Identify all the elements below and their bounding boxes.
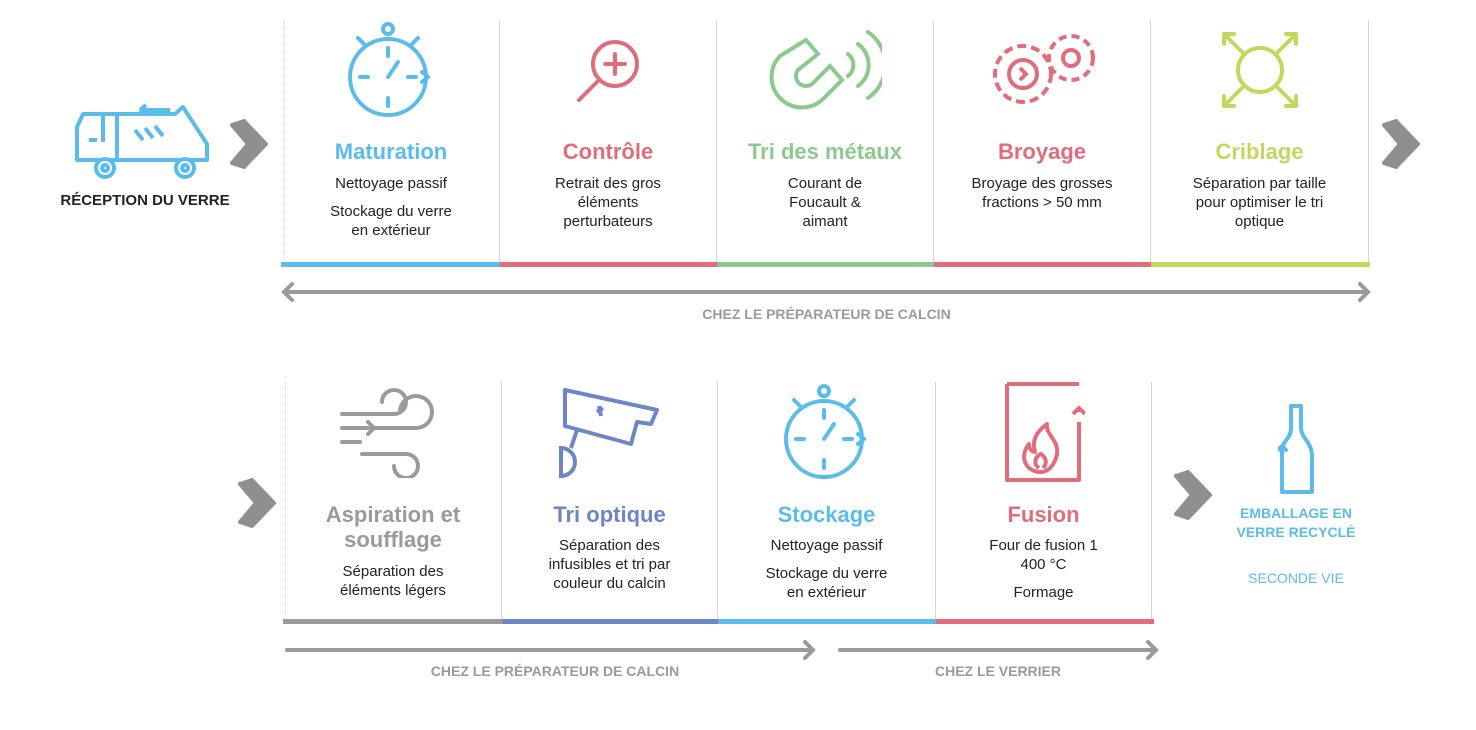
expand-circle-icon <box>1221 32 1298 108</box>
progress-bar-segment <box>281 262 500 267</box>
truck-icon <box>75 103 209 179</box>
divider <box>285 382 286 620</box>
progress-bar-segment <box>934 262 1151 267</box>
arrow-right-icon <box>285 640 816 660</box>
progress-bar-segment <box>718 619 936 624</box>
stopwatch-icon <box>783 384 866 479</box>
progress-bar-segment <box>1151 262 1370 267</box>
progress-bar-segment <box>502 619 718 624</box>
step-controle: Contrôle Retrait des gros éléments pertu… <box>500 20 717 262</box>
chevron-right-icon <box>1382 119 1420 169</box>
step-aspiration: Aspiration et soufflage Séparation des é… <box>285 382 502 620</box>
double-arrow-icon <box>281 282 1371 302</box>
chevron-right-icon <box>238 478 276 528</box>
magnet-icon <box>769 30 882 110</box>
step-title: Tri des métaux <box>747 139 903 164</box>
stopwatch-icon <box>348 22 430 117</box>
step-title: Criblage <box>1215 139 1304 164</box>
step-title: Stockage <box>777 502 876 527</box>
step-description: Séparation des infusibles et tri par cou… <box>548 537 671 592</box>
progress-bar-segment <box>500 262 717 267</box>
step-description: Séparation par taille pour optimiser le … <box>1192 175 1327 230</box>
gears-icon <box>993 34 1095 104</box>
step-description: Séparation des éléments légers <box>340 563 446 599</box>
progress-bar-segment <box>283 619 502 624</box>
chevron-right-icon <box>1174 470 1212 520</box>
furnace-icon <box>1004 382 1085 482</box>
chevron-right-icon <box>230 119 268 169</box>
step-tri-metaux: Tri des métaux Courant de Foucault & aim… <box>717 20 934 262</box>
step-criblage: Criblage Séparation par taille pour opti… <box>1151 20 1369 262</box>
start-label: RÉCEPTION DU VERRE <box>60 192 230 209</box>
camera-icon <box>558 388 659 478</box>
step-title: Tri optique <box>553 502 666 527</box>
step-title: Maturation <box>334 139 448 164</box>
step-title: Broyage <box>997 139 1087 164</box>
step-title: Fusion <box>1007 502 1080 527</box>
step-title: Aspiration et soufflage <box>325 502 461 552</box>
step-description: Broyage des grosses fractions > 50 mm <box>971 175 1113 211</box>
divider <box>283 20 284 262</box>
progress-bar-segment <box>936 619 1154 624</box>
end-subtitle: SECONDE VIE <box>1248 570 1344 586</box>
step-tri-optique: Tri optique Séparation des infusibles et… <box>502 382 718 620</box>
arrow-right-icon <box>838 640 1159 660</box>
progress-bar-segment <box>717 262 934 267</box>
range-label: CHEZ LE VERRIER <box>934 663 1061 679</box>
range-label: CHEZ LE PRÉPARATEUR DE CALCIN <box>430 663 680 679</box>
bottle-icon <box>1278 404 1314 494</box>
step-title: Contrôle <box>562 139 654 164</box>
end-title: EMBALLAGE EN VERRE RECYCLÉ <box>1236 505 1356 540</box>
step-description: Courant de Foucault & aimant <box>787 175 863 230</box>
step-description: Retrait des gros éléments perturbateurs <box>555 175 661 230</box>
step-broyage: Broyage Broyage des grosses fractions > … <box>934 20 1151 262</box>
magnifier-icon <box>577 40 639 102</box>
range-label: CHEZ LE PRÉPARATEUR DE CALCIN <box>702 306 951 322</box>
wind-icon <box>340 388 434 478</box>
